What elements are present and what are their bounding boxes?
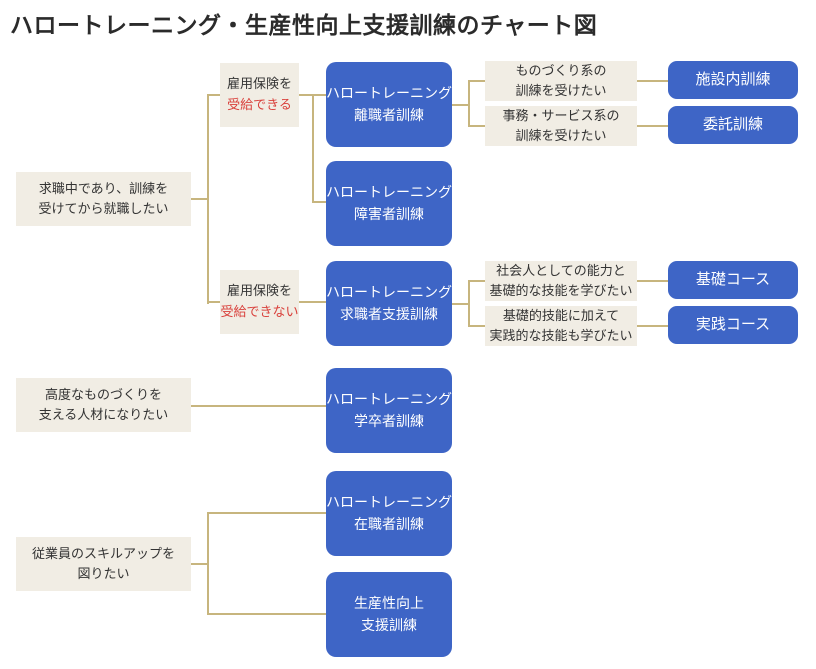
connector bbox=[452, 303, 470, 305]
node-training-shogaisha: ハロートレーニング 障害者訓練 bbox=[326, 161, 452, 246]
connector bbox=[468, 280, 485, 282]
node-want-shakaijin-kiso: 社会人としての能力と 基礎的な技能を学びたい bbox=[485, 261, 637, 301]
node-want-shakaijin-kiso-label: 社会人としての能力と 基礎的な技能を学びたい bbox=[489, 262, 633, 298]
node-itaku-kunren: 委託訓練 bbox=[668, 106, 798, 144]
node-shisetsunai-kunren-label: 施設内訓練 bbox=[695, 71, 771, 89]
node-want-jimu-service-label: 事務・サービス系の 訓練を受けたい bbox=[502, 107, 620, 143]
connector bbox=[207, 94, 209, 304]
connector bbox=[637, 80, 668, 82]
connector bbox=[637, 325, 668, 327]
node-want-jissen-skill: 基礎的技能に加えて 実践的な技能も学びたい bbox=[485, 306, 637, 346]
node-monozukuri-jinzai: 高度なものづくりを 支える人材になりたい bbox=[16, 378, 191, 432]
node-kiso-course-label: 基礎コース bbox=[695, 271, 771, 289]
connector bbox=[207, 301, 221, 303]
node-want-jimu-service: 事務・サービス系の 訓練を受けたい bbox=[485, 106, 637, 146]
node-want-monozukuri-kei: ものづくり系の 訓練を受けたい bbox=[485, 61, 637, 101]
node-training-zaishokusha-label: ハロートレーニング 在職者訓練 bbox=[326, 493, 452, 532]
node-jobseeker-label: 求職中であり、訓練を 受けてから就職したい bbox=[38, 180, 169, 216]
node-insured-yes: 雇用保険を 受給できる bbox=[220, 63, 299, 127]
node-training-shogaisha-label: ハロートレーニング 障害者訓練 bbox=[326, 183, 452, 222]
node-insured-no-line1: 雇用保険を bbox=[226, 283, 292, 299]
node-itaku-kunren-label: 委託訓練 bbox=[702, 116, 763, 134]
node-shisetsunai-kunren: 施設内訓練 bbox=[668, 61, 798, 99]
connector bbox=[637, 125, 668, 127]
node-training-kyushokusha-shien-label: ハロートレーニング 求職者支援訓練 bbox=[326, 283, 452, 322]
connector bbox=[468, 125, 485, 127]
connector bbox=[312, 94, 314, 203]
node-training-zaishokusha: ハロートレーニング 在職者訓練 bbox=[326, 471, 452, 556]
connector bbox=[468, 280, 470, 327]
node-monozukuri-jinzai-label: 高度なものづくりを 支える人材になりたい bbox=[38, 386, 169, 422]
connector bbox=[207, 512, 326, 514]
connector bbox=[637, 280, 668, 282]
node-jobseeker: 求職中であり、訓練を 受けてから就職したい bbox=[16, 172, 191, 226]
node-insured-yes-line1: 雇用保険を bbox=[226, 76, 292, 92]
node-training-rishokusha-label: ハロートレーニング 離職者訓練 bbox=[326, 84, 452, 123]
connector bbox=[452, 104, 470, 106]
connector bbox=[468, 325, 485, 327]
node-want-monozukuri-kei-label: ものづくり系の 訓練を受けたい bbox=[515, 62, 607, 98]
connector bbox=[190, 405, 326, 407]
connector bbox=[312, 201, 326, 203]
node-skillup: 従業員のスキルアップを 図りたい bbox=[16, 537, 191, 591]
node-jissen-course-label: 実践コース bbox=[695, 316, 771, 334]
connector bbox=[468, 80, 470, 127]
connector bbox=[207, 94, 221, 96]
node-training-gakusotsu-label: ハロートレーニング 学卒者訓練 bbox=[326, 390, 452, 429]
node-insured-no: 雇用保険を 受給できない bbox=[220, 270, 299, 334]
connector bbox=[207, 512, 209, 615]
node-insured-yes-line2: 受給できる bbox=[227, 97, 292, 112]
node-want-jissen-skill-label: 基礎的技能に加えて 実践的な技能も学びたい bbox=[489, 307, 633, 343]
node-training-gakusotsu: ハロートレーニング 学卒者訓練 bbox=[326, 368, 452, 453]
node-training-rishokusha: ハロートレーニング 離職者訓練 bbox=[326, 62, 452, 147]
node-seisansei-kojo-shien-label: 生産性向上 支援訓練 bbox=[354, 594, 424, 633]
connector bbox=[190, 198, 209, 200]
connector bbox=[468, 80, 485, 82]
node-kiso-course: 基礎コース bbox=[668, 261, 798, 299]
node-jissen-course: 実践コース bbox=[668, 306, 798, 344]
connector bbox=[190, 563, 209, 565]
node-training-kyushokusha-shien: ハロートレーニング 求職者支援訓練 bbox=[326, 261, 452, 346]
connector bbox=[207, 613, 326, 615]
page-title: ハロートレーニング・生産性向上支援訓練のチャート図 bbox=[10, 12, 598, 38]
connector bbox=[298, 301, 326, 303]
node-skillup-label: 従業員のスキルアップを 図りたい bbox=[31, 545, 175, 581]
node-seisansei-kojo-shien: 生産性向上 支援訓練 bbox=[326, 572, 452, 657]
node-insured-no-line2: 受給できない bbox=[220, 304, 299, 319]
